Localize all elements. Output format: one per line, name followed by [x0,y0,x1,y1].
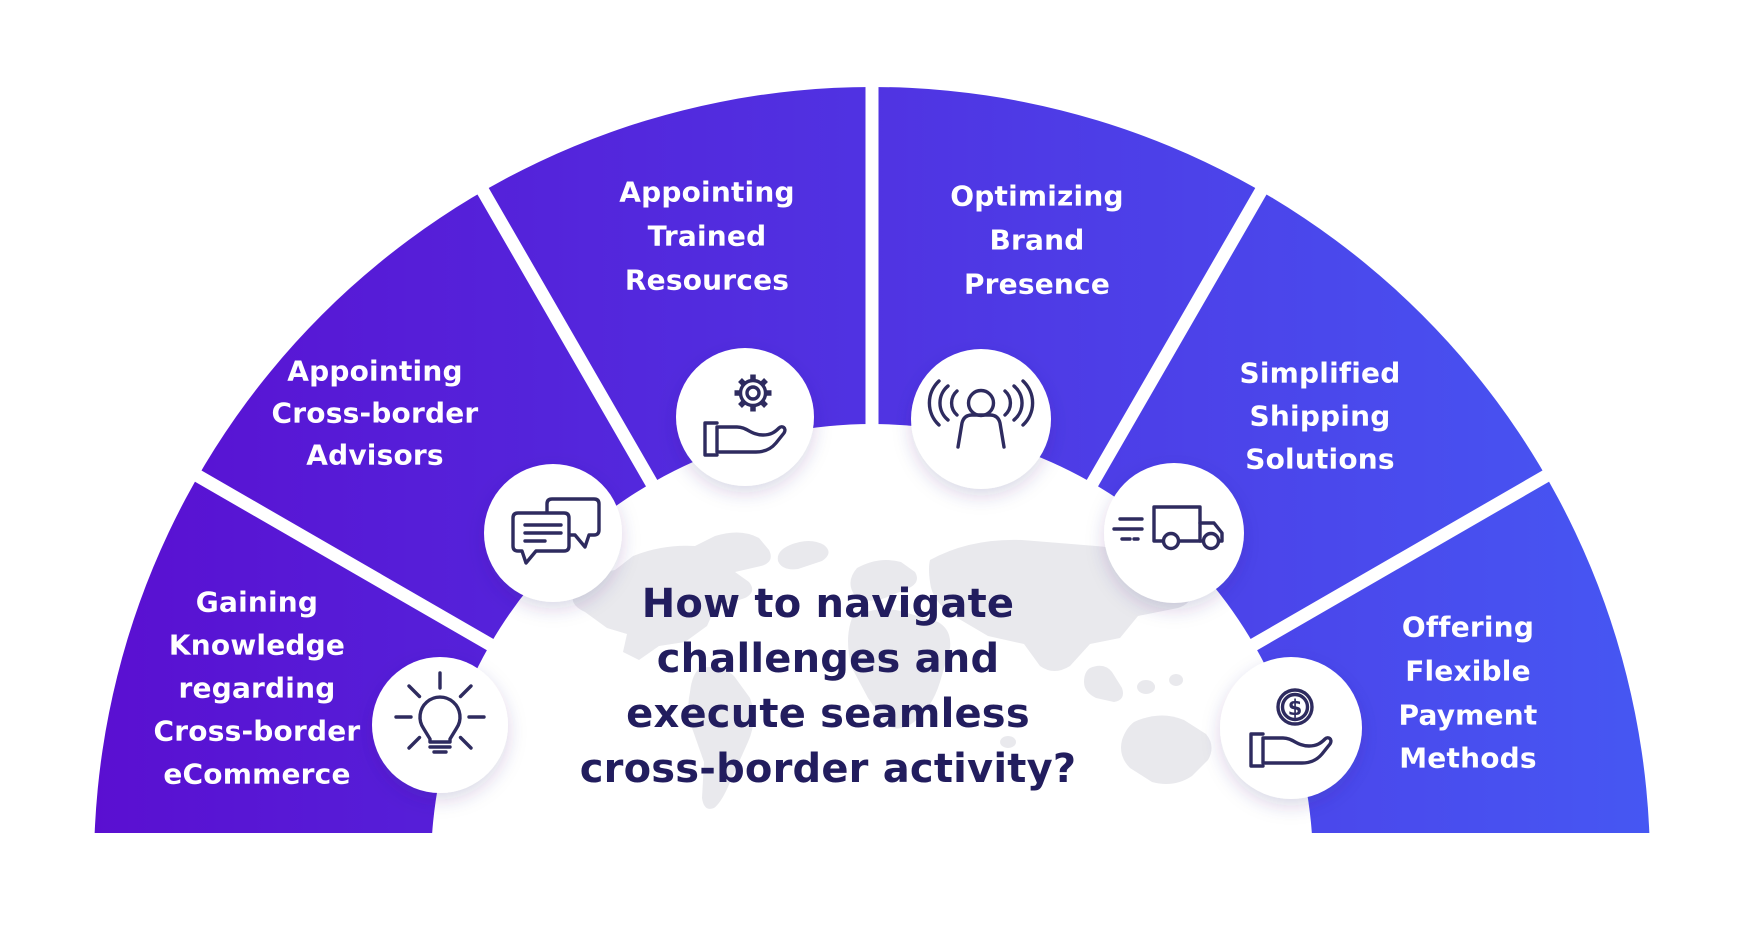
segment-label-line: Solutions [1245,443,1395,476]
segment-ring [94,65,1650,833]
segment-label-line: Optimizing [950,180,1123,213]
segment-label-line: Advisors [306,439,444,472]
title-line: challenges and [657,636,1000,682]
segment-label-gaining-knowledge: Gaining Knowledge regarding Cross-border… [154,586,361,791]
segment-label-line: Appointing [619,176,794,209]
medallion-shipping-solutions [1104,463,1244,603]
center-title: How to navigate challenges and execute s… [580,581,1077,792]
icon-circle [676,348,814,486]
segment-label-line: Brand [989,224,1084,257]
segment-labels: Gaining Knowledge regarding Cross-border… [154,176,1538,791]
segment-label-line: Resources [625,264,789,297]
broadcast-person-icon [927,379,1035,449]
segment-label-line: Cross-border [154,715,361,748]
segment-label-line: Payment [1399,699,1538,732]
segment-label-line: Shipping [1250,400,1391,433]
segment-label-line: Appointing [287,355,462,388]
segment-label-line: Methods [1399,742,1537,775]
segment-label-trained-resources: Appointing Trained Resources [619,176,794,297]
segment-label-crossborder-advisors: Appointing Cross-border Advisors [272,355,479,472]
delivery-truck-icon [1112,505,1224,551]
medallion-brand-presence [911,349,1051,489]
icon-circle [1220,657,1362,799]
segment-label-line: Simplified [1240,357,1401,390]
title-line: execute seamless [626,691,1030,737]
medallion-trained-resources [676,348,814,486]
segment-label-line: Cross-border [272,397,479,430]
segment-label-line: Gaining [196,586,318,619]
title-line: cross-border activity? [580,746,1077,792]
medallion-payment-methods: $ [1220,657,1362,799]
segment-label-line: Trained [648,220,767,253]
icon-circle [911,349,1051,489]
segment-label-payment-methods: Offering Flexible Payment Methods [1399,611,1538,775]
segment-label-line: Knowledge [169,629,345,662]
segment-label-line: Presence [964,268,1110,301]
chat-bubbles-icon [511,497,601,565]
segment-label-line: Flexible [1405,655,1531,688]
gear-hand-icon [703,374,787,457]
icon-medallions: $ [372,348,1362,799]
dollar-symbol: $ [1288,696,1303,720]
segment-label-line: Offering [1402,611,1534,644]
icon-circle [372,657,508,793]
segment-label-shipping-solutions: Simplified Shipping Solutions [1240,357,1401,476]
title-line: How to navigate [642,581,1015,627]
medallion-crossborder-advisors [484,464,622,602]
medallion-gaining-knowledge [372,657,508,793]
segment-label-line: eCommerce [163,758,350,791]
segment-label-brand-presence: Optimizing Brand Presence [950,180,1123,301]
dollar-coin-hand-icon [1249,688,1333,768]
segment-label-line: regarding [179,672,336,705]
lightbulb-icon [394,671,486,754]
